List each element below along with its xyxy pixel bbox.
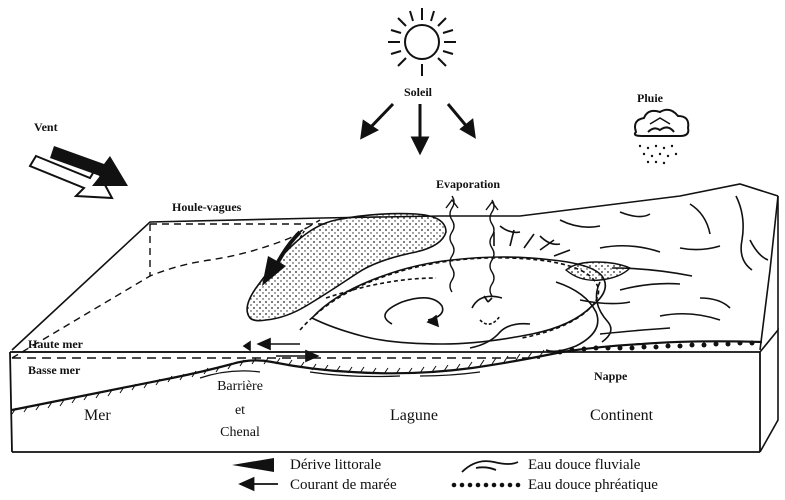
label-et: et — [205, 404, 275, 418]
legend-wavy-line-icon — [462, 461, 518, 472]
barrier-sand — [247, 214, 630, 321]
legend-label-derive: Dérive littorale — [290, 458, 381, 473]
legend-filled-arrow-icon — [232, 458, 274, 472]
legend-label-fluviale: Eau douce fluviale — [528, 458, 640, 473]
label-houle-vagues: Houle-vagues — [172, 201, 241, 213]
label-chenal: Chenal — [205, 426, 275, 440]
label-haute-mer: Haute mer — [28, 338, 83, 350]
label-basse-mer: Basse mer — [28, 364, 80, 376]
tidal-current-arrows — [244, 342, 318, 356]
sun-icon — [388, 8, 456, 76]
label-pluie: Pluie — [637, 92, 663, 104]
label-continent: Continent — [590, 408, 653, 424]
wind-arrow-icon — [30, 146, 128, 198]
legend-label-phreatique: Eau douce phréatique — [528, 478, 658, 493]
label-soleil: Soleil — [404, 86, 432, 98]
legend-dotted-line-icon — [452, 483, 521, 488]
label-nappe: Nappe — [594, 370, 627, 382]
sun-rays-arrows — [362, 104, 474, 152]
label-evaporation: Evaporation — [436, 178, 500, 190]
legend-label-courant: Courant de marée — [290, 478, 397, 493]
label-lagune: Lagune — [390, 408, 438, 424]
label-barriere: Barrière — [205, 380, 275, 394]
label-mer: Mer — [84, 408, 111, 424]
label-vent: Vent — [34, 121, 58, 133]
evaporation-arrows — [446, 196, 498, 296]
rain-cloud-icon — [635, 110, 688, 164]
